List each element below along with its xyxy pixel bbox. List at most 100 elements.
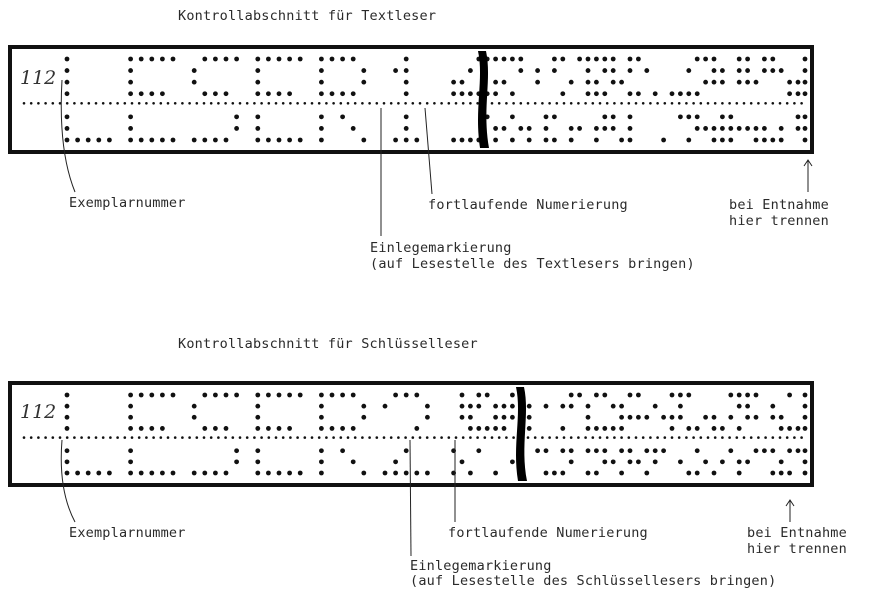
punched-holes: [22, 387, 808, 481]
sprocket-hole: [569, 436, 573, 439]
sprocket-hole: [454, 101, 458, 105]
sprocket-hole: [267, 101, 271, 105]
data-hole: [202, 91, 208, 97]
cut-label-line1: bei Entnahme: [747, 525, 847, 541]
data-hole: [297, 56, 303, 62]
sprocket-hole: [505, 101, 508, 105]
data-hole: [802, 392, 808, 398]
data-hole: [802, 126, 808, 131]
data-hole: [802, 403, 808, 409]
data-hole: [703, 56, 708, 62]
data-hole: [276, 137, 282, 143]
data-hole: [319, 114, 324, 120]
data-hole: [610, 56, 616, 62]
data-hole: [787, 448, 792, 454]
data-hole: [627, 459, 633, 465]
data-hole: [770, 68, 776, 73]
sprocket-hole: [461, 101, 465, 105]
data-hole: [585, 79, 591, 85]
sprocket-hole: [440, 101, 443, 105]
data-hole: [340, 448, 345, 454]
data-hole: [170, 56, 176, 62]
sprocket-hole: [382, 436, 386, 439]
sprocket-hole: [44, 101, 47, 105]
data-hole: [678, 392, 683, 398]
data-hole: [644, 414, 650, 420]
data-hole: [795, 79, 801, 85]
sprocket-hole: [785, 436, 789, 439]
data-hole: [694, 448, 700, 454]
data-hole: [149, 426, 155, 431]
data-hole: [802, 91, 808, 97]
data-hole: [340, 392, 345, 398]
sprocket-hole: [238, 101, 242, 105]
data-hole: [602, 426, 608, 431]
data-hole: [745, 68, 750, 73]
data-hole: [266, 91, 271, 97]
data-hole: [535, 448, 540, 454]
sprocket-hole: [123, 436, 127, 439]
text-reader-control-tape: 112: [8, 45, 814, 154]
data-hole: [484, 392, 490, 398]
data-hole: [552, 470, 557, 476]
sprocket-hole: [627, 101, 631, 105]
data-hole: [149, 91, 155, 97]
sprocket-hole: [87, 436, 91, 439]
sprocket-hole: [800, 436, 803, 439]
data-hole: [329, 392, 335, 398]
data-hole: [202, 392, 208, 398]
data-hole: [802, 448, 808, 454]
sprocket-hole: [73, 436, 76, 439]
data-hole: [319, 56, 324, 62]
data-hole: [138, 392, 144, 398]
marking-sublabel: (auf Lesestelle des Textlesers bringen): [370, 256, 695, 272]
data-hole: [501, 56, 507, 62]
data-hole: [191, 470, 197, 476]
data-hole: [255, 392, 261, 398]
data-hole: [770, 414, 776, 420]
data-hole: [425, 403, 430, 409]
data-hole: [223, 392, 229, 398]
data-hole: [627, 68, 633, 73]
sprocket-hole: [533, 101, 537, 105]
data-hole: [234, 126, 240, 131]
sprocket-hole: [382, 101, 386, 105]
sprocket-hole: [793, 436, 796, 439]
data-hole: [619, 137, 624, 143]
sprocket-hole: [512, 101, 515, 105]
sprocket-hole: [101, 101, 105, 105]
data-hole: [745, 403, 750, 409]
data-hole: [213, 392, 218, 398]
data-hole: [686, 137, 692, 143]
ink-separator-mark: [478, 51, 489, 148]
sprocket-hole: [353, 436, 357, 439]
sprocket-hole: [735, 436, 739, 439]
data-hole: [468, 68, 473, 73]
data-hole: [560, 403, 566, 409]
sprocket-hole: [332, 101, 335, 105]
data-hole: [736, 392, 742, 398]
data-hole: [728, 126, 734, 131]
data-hole: [694, 126, 700, 131]
data-hole: [319, 448, 324, 454]
data-hole: [85, 137, 91, 143]
sprocket-hole: [577, 101, 580, 105]
data-hole: [468, 91, 473, 97]
data-hole: [255, 79, 261, 85]
data-hole: [510, 459, 515, 465]
sprocket-hole: [310, 101, 314, 105]
data-hole: [64, 79, 70, 85]
data-hole: [661, 414, 666, 420]
sprocket-hole: [22, 436, 26, 439]
sprocket-hole: [217, 101, 220, 105]
data-hole: [202, 137, 208, 143]
sprocket-hole: [785, 101, 789, 105]
marking-label: Einlegemarkierung: [410, 558, 552, 574]
sprocket-hole: [87, 101, 91, 105]
data-hole: [669, 392, 675, 398]
data-hole: [510, 137, 515, 143]
data-hole: [160, 56, 165, 62]
sprocket-hole: [238, 436, 242, 439]
sprocket-hole: [685, 101, 688, 105]
sprocket-hole: [757, 101, 760, 105]
